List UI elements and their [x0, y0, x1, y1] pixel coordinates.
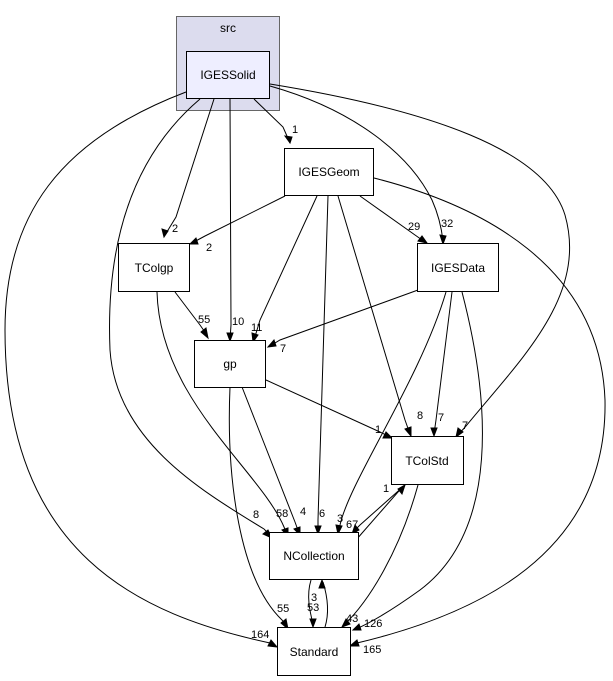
- edge-solid-tcolstd[interactable]: 7: [269, 83, 571, 439]
- node-tcolstd-box: [391, 436, 464, 485]
- edge-tcolstd-ncollection[interactable]: 67: [346, 484, 406, 536]
- edge-label-solid-geom: 1: [292, 124, 298, 136]
- node-igessolid[interactable]: IGESSolid: [186, 51, 270, 99]
- edge-label-tcolgp-gp: 55: [198, 314, 210, 326]
- edge-label-igesdata-standard: 126: [364, 618, 382, 630]
- edge-standard-ncollection[interactable]: 3: [311, 578, 329, 628]
- node-gp-box: [194, 340, 266, 388]
- node-ncollection[interactable]: NCollection: [269, 532, 359, 580]
- edge-geom-tcolstd[interactable]: 8: [337, 195, 423, 438]
- node-igesgeom-box: [284, 148, 374, 196]
- edge-tcolgp-ncollection[interactable]: 58: [156, 291, 289, 538]
- edge-label-gp-tcolstd: 1: [375, 424, 381, 436]
- edge-igesdata-standard[interactable]: 126: [351, 291, 483, 631]
- cluster-src-label: src: [220, 21, 236, 35]
- node-standard-box: [277, 627, 351, 676]
- node-tcolgp-box: [118, 243, 190, 292]
- edge-label-ncollection-standard: 53: [307, 602, 319, 614]
- edge-label-standard-ncollection: 3: [311, 592, 317, 604]
- edge-geom-gp[interactable]: 11: [251, 195, 318, 344]
- edge-solid-tcolgp[interactable]: 2: [161, 98, 215, 239]
- node-igesgeom-label: IGESGeom: [298, 165, 359, 179]
- node-gp-label: gp: [223, 357, 237, 371]
- edge-label-tcolstd-ncollection: 67: [346, 519, 358, 531]
- node-igesdata-label: IGESData: [431, 261, 485, 275]
- node-standard[interactable]: Standard: [277, 627, 351, 676]
- node-igesdata[interactable]: IGESData: [417, 243, 499, 292]
- edge-geom-igesdata[interactable]: 29: [359, 195, 429, 244]
- edge-gp-tcolstd[interactable]: 1: [265, 379, 394, 439]
- edge-label-geom-igesdata: 29: [408, 221, 420, 233]
- edge-solid-standard[interactable]: 164: [4, 91, 279, 648]
- edge-igesdata-tcolstd[interactable]: 7: [430, 291, 453, 438]
- nodes-layer: IGESSolid IGESGeom TColgp IGESData gp TC…: [118, 51, 499, 676]
- edge-tcolgp-gp[interactable]: 55: [174, 291, 210, 340]
- edge-label-igesdata-ncollection: 3: [337, 513, 343, 525]
- edge-geom-standard[interactable]: 165: [348, 177, 606, 656]
- edge-label-solid-tcolstd: 7: [462, 420, 468, 432]
- edge-label-igesdata-gp: 7: [280, 343, 286, 355]
- edge-label-geom-ncollection: 6: [319, 508, 325, 520]
- edge-label-gp-ncollection: 4: [300, 506, 306, 518]
- node-tcolstd[interactable]: TColStd: [391, 436, 464, 485]
- node-gp[interactable]: gp: [194, 340, 266, 388]
- edge-label-solid-tcolgp: 2: [172, 223, 178, 235]
- node-tcolstd-label: TColStd: [405, 454, 448, 468]
- edge-label-ncollection-tcolstd: 1: [383, 483, 389, 495]
- edge-label-solid-igesdata: 32: [441, 218, 453, 230]
- node-tcolgp[interactable]: TColgp: [118, 243, 190, 292]
- node-igesdata-box: [417, 243, 499, 292]
- edge-geom-tcolgp[interactable]: 2: [188, 195, 286, 254]
- edge-label-geom-standard: 165: [363, 644, 381, 656]
- edge-solid-geom[interactable]: 1: [253, 98, 298, 145]
- edge-label-geom-tcolstd: 8: [417, 410, 423, 422]
- node-standard-label: Standard: [290, 645, 339, 659]
- edge-label-solid-standard: 164: [251, 629, 269, 641]
- edge-label-gp-standard: 55: [277, 603, 289, 615]
- edge-tcolstd-standard[interactable]: 43: [340, 484, 419, 628]
- node-tcolgp-label: TColgp: [135, 261, 174, 275]
- edge-label-solid-gp: 10: [232, 316, 244, 328]
- edge-solid-gp[interactable]: 10: [226, 98, 244, 343]
- edge-gp-standard[interactable]: 55: [228, 386, 289, 631]
- node-ncollection-box: [269, 532, 359, 580]
- edge-label-igesdata-tcolstd: 7: [438, 412, 444, 424]
- edge-label-tcolstd-standard: 43: [346, 613, 358, 625]
- edge-label-solid-ncollection: 8: [253, 509, 259, 521]
- edge-label-tcolgp-ncollection: 58: [276, 508, 288, 520]
- node-igessolid-label: IGESSolid: [200, 68, 255, 82]
- edge-ncollection-standard[interactable]: 53: [307, 579, 319, 629]
- edge-ncollection-tcolstd[interactable]: 1: [355, 483, 406, 541]
- edge-gp-ncollection[interactable]: 4: [241, 386, 306, 537]
- edge-solid-igesdata[interactable]: 32: [269, 85, 453, 246]
- node-ncollection-label: NCollection: [283, 549, 344, 563]
- node-igessolid-box: [186, 51, 270, 99]
- edge-igesdata-ncollection[interactable]: 3: [335, 291, 447, 536]
- edges-layer: 1 2 10 32 7 8 164: [4, 83, 606, 656]
- edge-igesdata-gp[interactable]: 7: [266, 289, 419, 355]
- node-igesgeom[interactable]: IGESGeom: [284, 148, 374, 196]
- edge-label-geom-tcolgp: 2: [206, 242, 212, 254]
- edge-geom-ncollection[interactable]: 6: [314, 195, 329, 536]
- edge-label-geom-gp: 11: [251, 322, 262, 334]
